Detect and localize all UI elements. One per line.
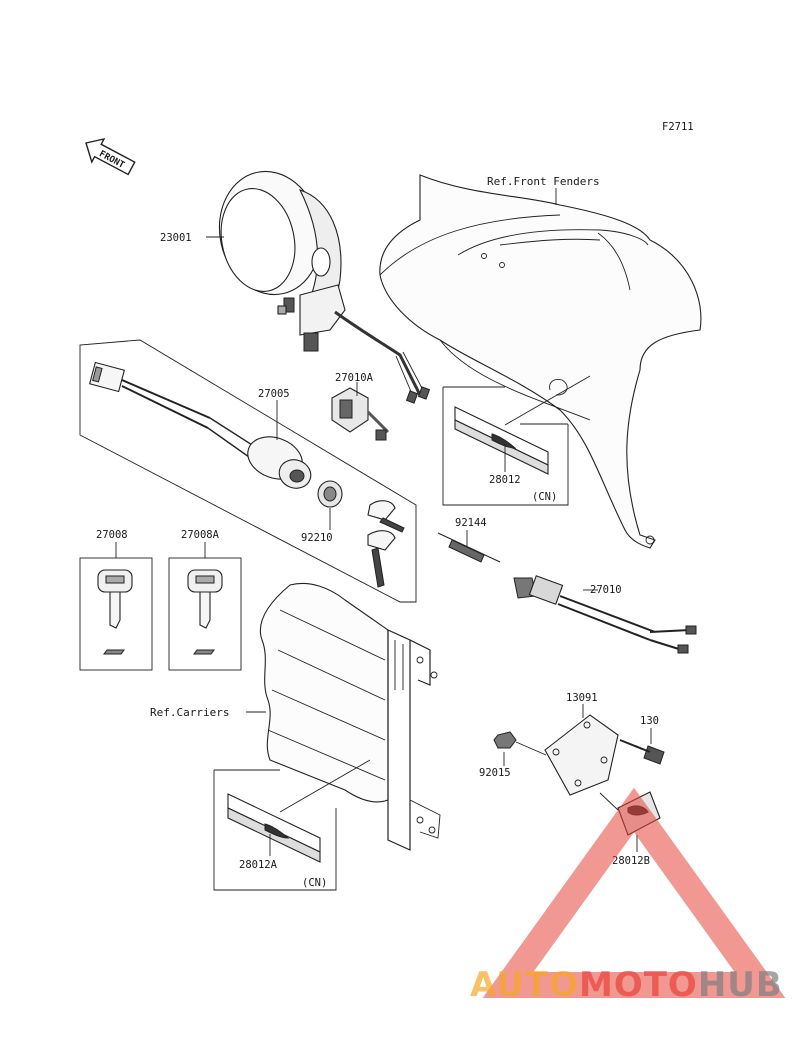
watermark-auto: AUTO (470, 965, 579, 1005)
watermark-text-auto: AUTOMOTOHUB (470, 965, 783, 1005)
spring-92144 (437, 532, 501, 563)
ref-front-fenders: Ref.Front Fenders (487, 175, 600, 188)
part-label-28012A: 28012A (239, 859, 278, 871)
part-label-27005: 27005 (258, 388, 290, 400)
nut-92015 (493, 731, 547, 756)
part-label-23001: 23001 (160, 232, 192, 244)
part-label-28012: 28012 (489, 474, 521, 486)
part-label-92015: 92015 (479, 767, 511, 779)
carrier-frame-outline (259, 582, 441, 851)
part-label-13091: 13091 (566, 692, 598, 704)
switch-27010A (331, 387, 390, 441)
part-label-28012B: 28012B (612, 855, 650, 867)
part-label-92144: 92144 (455, 517, 487, 529)
front-fender-outline (379, 174, 702, 549)
bracket-13091 (544, 714, 619, 796)
part-label-130: 130 (640, 715, 659, 727)
ignition-switch-box (79, 339, 417, 603)
figure-code: F2711 (662, 121, 694, 133)
part-label-27010A: 27010A (335, 372, 374, 384)
watermark-moto: MOTO (579, 965, 698, 1005)
brake-switch-27010 (513, 575, 697, 654)
bolt-130 (619, 739, 665, 765)
ref-carriers: Ref.Carriers (150, 706, 229, 719)
headlight-part (218, 170, 431, 404)
key-box-27008A (168, 557, 242, 671)
part-label-27010: 27010 (590, 584, 622, 596)
part-note-28012: (CN) (532, 491, 557, 503)
part-label-92210: 92210 (301, 532, 333, 544)
part-note-28012A: (CN) (302, 877, 327, 889)
key-box-27008 (79, 557, 153, 671)
front-arrow-icon: FRONT (85, 137, 136, 176)
part-label-27008A: 27008A (181, 529, 220, 541)
reflector-box-28012A (213, 759, 371, 891)
automotohub-watermark (482, 787, 786, 998)
part-label-27008: 27008 (96, 529, 128, 541)
watermark-hub: HUB (698, 965, 783, 1005)
reflector-box-28012 (442, 375, 591, 506)
